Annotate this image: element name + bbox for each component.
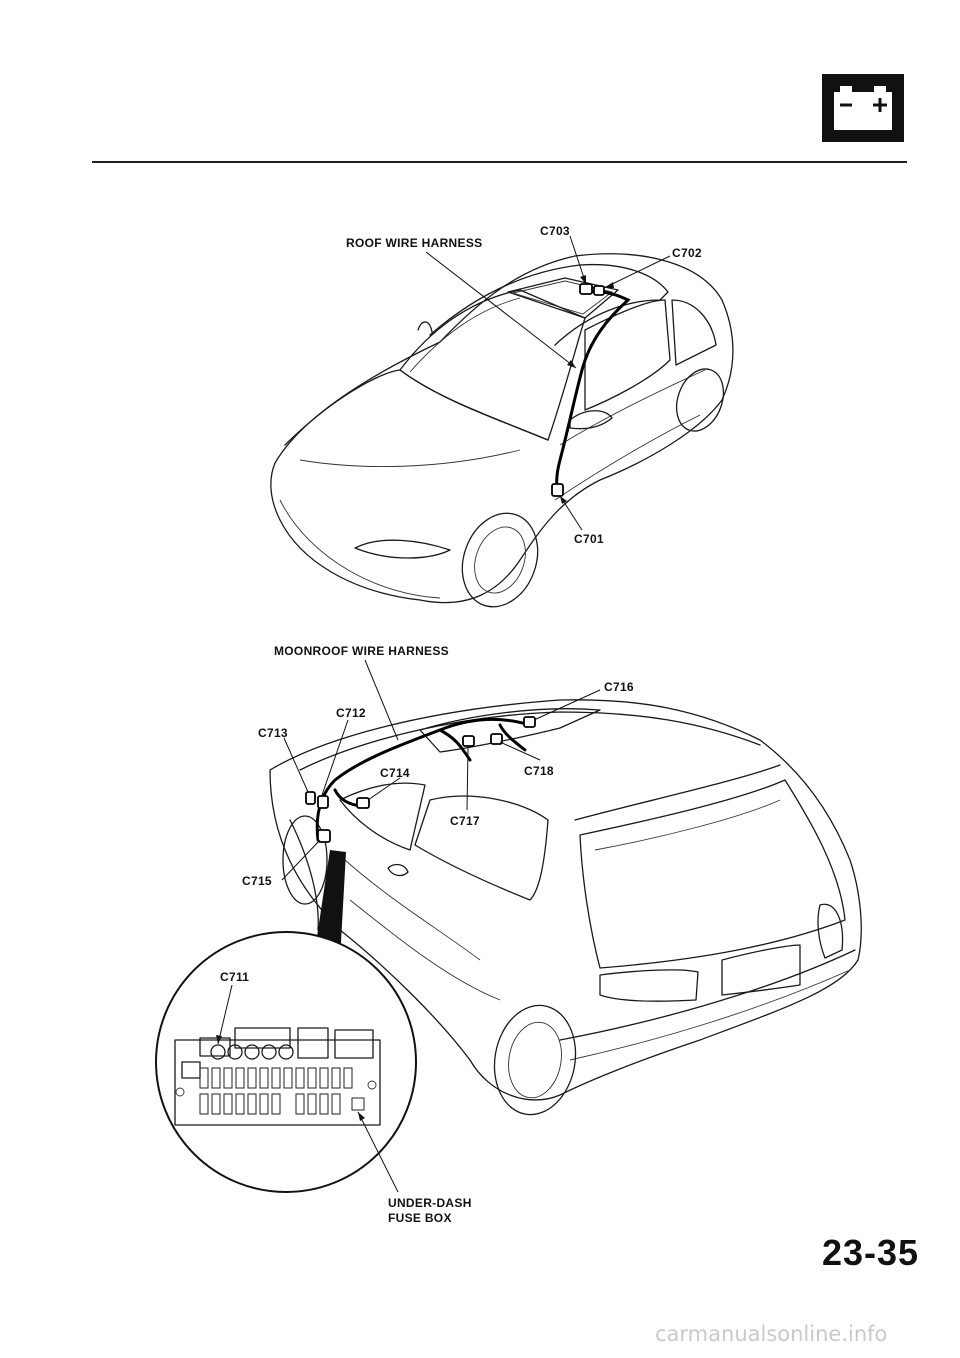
fuse-box-label-line2: FUSE BOX [388,1211,452,1225]
page-number: 23-35 [822,1232,920,1273]
fuse-box-inset [155,931,417,1193]
connector-c714-label: C714 [380,766,410,780]
connector-c711-label: C711 [220,970,250,984]
watermark-text: carmanualsonline.info [655,1322,888,1346]
connector-c716-shape [523,716,536,728]
fuse-box-label-line1: UNDER-DASH [388,1196,472,1210]
connector-c713-label: C713 [258,726,288,740]
connector-c717-label: C717 [450,814,480,828]
connector-c703-label: C703 [540,224,570,238]
roof-wire-harness-label: ROOF WIRE HARNESS [346,236,483,250]
car-rear-view-body [269,699,862,1116]
car-top-view-body [270,253,734,608]
roof-harness-wire [555,290,631,494]
connector-c702-shape [593,285,605,296]
connector-c701-shape [551,483,564,497]
connector-c716-label: C716 [604,680,634,694]
battery-icon [822,74,904,142]
connector-c715-shape [317,829,331,843]
connector-c712-label: C712 [336,706,366,720]
connector-c702-label: C702 [672,246,702,260]
connector-c712-shape [317,795,329,809]
header-rule [92,161,907,163]
moonroof-wire-harness-label: MOONROOF WIRE HARNESS [274,644,449,658]
connector-c701-label: C701 [574,532,604,546]
connector-c714-shape [356,797,370,809]
connector-c713-shape [305,791,316,805]
moonroof-harness-wire [315,717,532,842]
connector-c718-shape [490,733,503,745]
connector-c717-shape [462,735,475,747]
connector-c715-label: C715 [242,874,272,888]
connector-c718-label: C718 [524,764,554,778]
